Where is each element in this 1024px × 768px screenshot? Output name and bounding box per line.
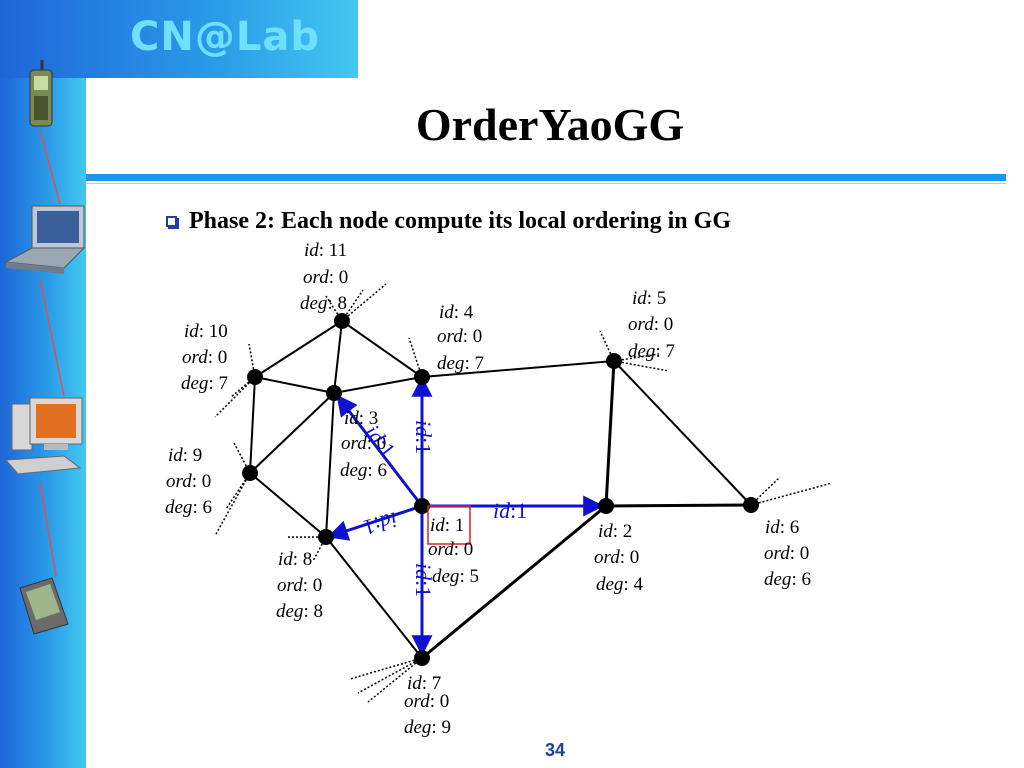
node-6 bbox=[743, 497, 759, 513]
node-2 bbox=[598, 498, 614, 514]
message-label-to-4: id:1 bbox=[411, 420, 436, 454]
label-9: deg: 6 bbox=[165, 497, 212, 518]
label-11: deg: 8 bbox=[300, 293, 347, 314]
label-2: deg: 4 bbox=[596, 574, 643, 595]
label-9: ord: 0 bbox=[166, 471, 211, 492]
label-4: ord: 0 bbox=[437, 326, 482, 347]
label-1: id: 1 bbox=[430, 515, 464, 536]
label-9: id: 9 bbox=[168, 445, 202, 466]
node-4 bbox=[414, 369, 430, 385]
label-4: id: 4 bbox=[439, 302, 474, 323]
node-8 bbox=[318, 529, 334, 545]
label-8: id: 8 bbox=[278, 549, 312, 570]
page-number: 34 bbox=[530, 740, 580, 761]
node-labels: id: 11 ord: 0 deg: 8 id: 4 ord: 0 deg: 7… bbox=[165, 240, 811, 738]
label-6: id: 6 bbox=[765, 517, 799, 538]
node-7 bbox=[414, 650, 430, 666]
graph-edges bbox=[250, 321, 751, 658]
label-7: deg: 9 bbox=[404, 717, 451, 738]
message-label-to-8: id:1 bbox=[361, 507, 401, 540]
label-3: ord: 0 bbox=[341, 433, 386, 454]
label-3: id: 3 bbox=[344, 408, 378, 429]
label-8: deg: 8 bbox=[276, 601, 323, 622]
label-10: ord: 0 bbox=[182, 347, 227, 368]
node-3 bbox=[326, 385, 342, 401]
label-11: ord: 0 bbox=[303, 267, 348, 288]
label-5: ord: 0 bbox=[628, 314, 673, 335]
node-9 bbox=[242, 465, 258, 481]
node-10 bbox=[247, 369, 263, 385]
label-5: id: 5 bbox=[632, 288, 666, 309]
label-2: ord: 0 bbox=[594, 547, 639, 568]
label-5: deg: 7 bbox=[628, 341, 675, 362]
label-10: id: 10 bbox=[184, 321, 228, 342]
label-2: id: 2 bbox=[598, 521, 632, 542]
node-11 bbox=[334, 313, 350, 329]
label-7: ord: 0 bbox=[404, 691, 449, 712]
label-10: deg: 7 bbox=[181, 373, 228, 394]
label-4: deg: 7 bbox=[437, 353, 484, 374]
node-5 bbox=[606, 353, 622, 369]
message-label-to-2: id:1 bbox=[493, 498, 527, 523]
label-3: deg: 6 bbox=[340, 460, 387, 481]
label-8: ord: 0 bbox=[277, 575, 322, 596]
label-1: ord: 0 bbox=[428, 539, 473, 560]
label-1: deg: 5 bbox=[432, 566, 479, 587]
label-6: ord: 0 bbox=[764, 543, 809, 564]
label-11: id: 11 bbox=[304, 240, 347, 261]
label-6: deg: 6 bbox=[764, 569, 811, 590]
